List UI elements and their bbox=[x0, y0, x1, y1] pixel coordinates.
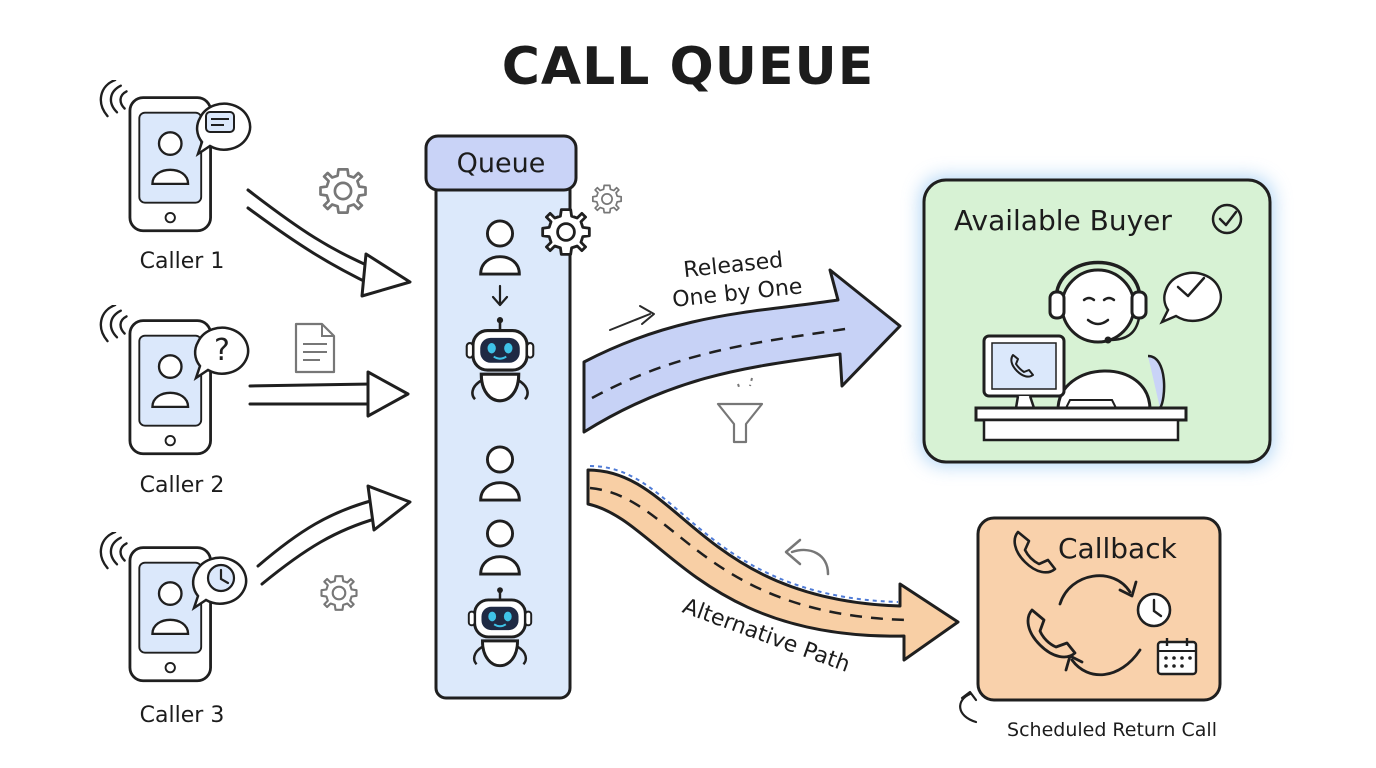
clock-icon bbox=[1136, 592, 1172, 628]
queue-label: Queue bbox=[457, 148, 546, 179]
down-arrow-icon bbox=[491, 284, 509, 307]
caller-label: Caller 2 bbox=[140, 473, 225, 498]
clock-icon bbox=[191, 556, 248, 612]
signal-waves-icon bbox=[99, 532, 128, 570]
queue-column: Queue bbox=[424, 134, 578, 700]
incoming-arrow-2 bbox=[248, 370, 410, 418]
caller-label: Caller 1 bbox=[140, 249, 225, 274]
callback-label: Callback bbox=[1058, 532, 1178, 565]
desk-computer-icon bbox=[974, 334, 1188, 442]
document-icon bbox=[294, 322, 336, 374]
phone-icon bbox=[1013, 530, 1057, 574]
caller-2: ? Caller 2 bbox=[99, 305, 250, 498]
callback-note: Scheduled Return Call bbox=[1007, 719, 1217, 741]
svg-text:?: ? bbox=[214, 333, 230, 368]
return-arrow-icon bbox=[959, 690, 978, 724]
funnel-icon bbox=[716, 377, 764, 444]
release-arrow bbox=[582, 268, 902, 434]
signal-waves-icon bbox=[99, 80, 128, 118]
callback-box: Callback bbox=[976, 516, 1222, 702]
diagram-title: CALL QUEUE bbox=[502, 37, 874, 97]
caller-1: Caller 1 bbox=[99, 80, 252, 274]
gear-icon bbox=[541, 208, 591, 256]
available-buyer-box: Available Buyer bbox=[920, 176, 1274, 466]
caller-3: Caller 3 bbox=[99, 532, 248, 728]
phone-icon bbox=[128, 96, 213, 233]
caller-label: Caller 3 bbox=[140, 703, 225, 728]
gear-icon bbox=[591, 184, 623, 214]
gear-icon bbox=[319, 168, 367, 214]
alternative-path-arrow bbox=[586, 465, 960, 662]
buyer-label: Available Buyer bbox=[954, 204, 1172, 237]
phone-icon bbox=[1026, 608, 1077, 659]
question-icon: ? bbox=[193, 326, 250, 382]
message-icon bbox=[195, 102, 252, 158]
incoming-arrow-1 bbox=[246, 188, 412, 298]
check-circle-icon bbox=[1211, 203, 1243, 235]
calendar-icon bbox=[1156, 638, 1198, 676]
check-bubble-icon bbox=[1159, 271, 1223, 325]
gear-icon bbox=[320, 575, 358, 611]
incoming-arrow-3 bbox=[256, 484, 412, 586]
signal-waves-icon bbox=[99, 305, 128, 343]
undo-icon bbox=[784, 538, 830, 576]
